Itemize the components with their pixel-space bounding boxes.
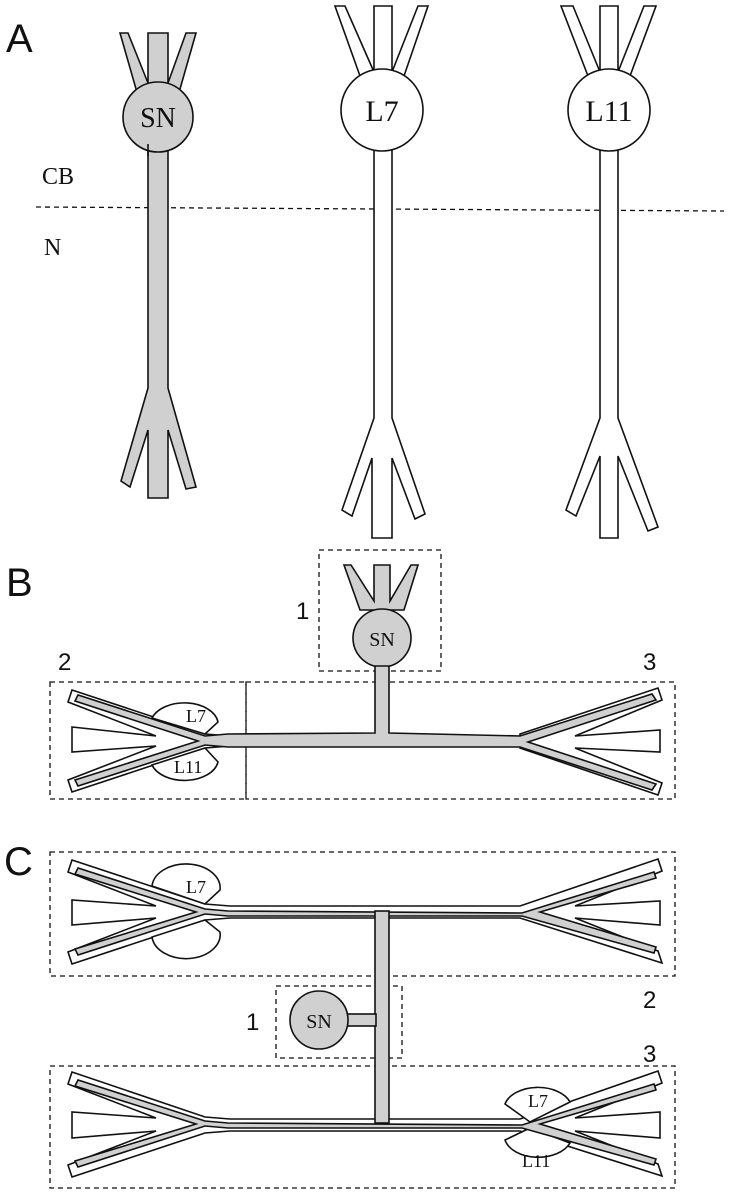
l7-soma (340, 68, 424, 152)
sn-dendrites-b (342, 564, 420, 611)
l11-label-c: L11 (522, 1151, 550, 1171)
l7-soma-c-bottom (504, 1086, 572, 1123)
l11-soma-c-bottom (504, 1127, 572, 1158)
l11-soma (567, 68, 651, 152)
region-label-cb: CB (42, 164, 74, 190)
sn-label: SN (140, 103, 176, 134)
box-3-c (49, 1065, 676, 1189)
l11-axon-body (559, 5, 660, 539)
panel-label-b: B (6, 561, 33, 605)
box-number-2-c: 2 (643, 987, 656, 1014)
l11-label-b: L11 (174, 757, 202, 777)
sn-neuron-b: SN (73, 564, 658, 791)
region-label-n: N (44, 235, 61, 261)
sn-axon-c-bottom (73, 1079, 658, 1168)
box-1-b (318, 549, 442, 672)
second-soma-c-top (151, 919, 221, 960)
box-number-3-b: 3 (643, 649, 656, 676)
sn-axon-c-top (73, 867, 658, 956)
sn-axon-b (73, 665, 658, 791)
sn-soma (122, 81, 194, 153)
l7-label-c-bottom: L7 (528, 1091, 548, 1111)
sn-neuron-c: SN (73, 867, 658, 1168)
box-number-3-c: 3 (643, 1041, 656, 1068)
box-1-c (275, 985, 403, 1059)
l7-label-b: L7 (186, 706, 206, 726)
neuron-l7: L7 (333, 5, 430, 539)
sn-soma-c (289, 990, 349, 1050)
box-number-1-b: 1 (296, 598, 309, 625)
sn-label-c: SN (306, 1011, 332, 1033)
right-arbor-b (519, 686, 663, 797)
box-number-1-c: 1 (246, 1009, 259, 1036)
l11-soma-b (150, 747, 219, 782)
sn-label-b: SN (369, 629, 395, 651)
l7-label: L7 (365, 95, 398, 128)
sn-axon-body (118, 32, 198, 499)
l7-soma-c-top (151, 863, 221, 905)
l11-label: L11 (585, 95, 632, 128)
l7-l11-neurons-b (66, 686, 663, 797)
panel-label-a: A (6, 17, 33, 61)
l7-label-c-top: L7 (186, 877, 206, 897)
neuron-l11: L11 (559, 5, 660, 539)
neuron-sn: SN (118, 32, 198, 499)
sn-vertical-axon-c (374, 910, 390, 1124)
box-number-2-b: 2 (58, 649, 71, 676)
box-3-b (245, 681, 676, 800)
box-2-c (49, 851, 676, 977)
l7-soma-b (150, 702, 219, 735)
panel-label-c: C (4, 840, 33, 884)
l7-axon-body (333, 5, 430, 539)
